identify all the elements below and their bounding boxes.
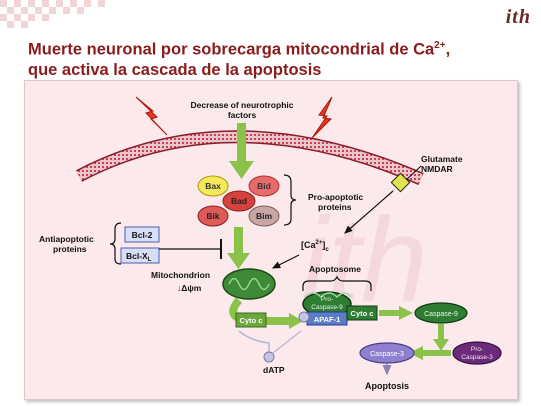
pro-apoptotic-label-line2: proteins [318, 202, 352, 212]
bclxl-label: Bcl-XL [126, 251, 152, 263]
lightning-bolt-right-icon [311, 96, 333, 139]
pro-caspase9-label-line2: Caspase-9 [311, 304, 343, 311]
glutamate-label: Glutamate [421, 154, 463, 164]
bax-oval [197, 175, 229, 197]
cyto-c-left-box [235, 312, 267, 328]
antiapoptotic-label-line1: Antiapoptotic [39, 234, 94, 244]
arrow-to-caspase3 [409, 346, 423, 360]
title-line-2: que activa la cascada de la apoptosis [28, 60, 322, 79]
apaf1-label: APAF-1 [314, 315, 341, 324]
calcium-influx-arrow [344, 190, 394, 234]
datp-bound-icon [298, 311, 310, 323]
caspase9-label: Caspase-9 [424, 311, 458, 318]
pro-caspase3-oval [452, 341, 502, 365]
diagram-panel: ith Decrease of neurotrophic factors Glu… [24, 80, 518, 400]
bid-oval [248, 175, 280, 197]
pro-apoptotic-brace [283, 174, 297, 226]
arrow-to-caspase9 [399, 306, 413, 320]
calcium-to-mito-arrow [271, 254, 300, 269]
bad-label: Bad [231, 196, 247, 206]
slide-title: Muerte neuronal por sobrecarga mitocondr… [28, 36, 528, 80]
cyto-c-right-box [346, 305, 378, 321]
antiapoptotic-label-line2: proteins [53, 244, 87, 254]
cyto-c-right-label: Cyto c [351, 309, 374, 318]
green-arrow-head [229, 161, 254, 179]
antiapoptotic-brace [109, 222, 122, 265]
pro-apoptotic-label-line1: Pro-apoptotic [308, 192, 364, 202]
bax-label: Bax [205, 181, 221, 191]
bcl2-label: Bcl-2 [132, 230, 153, 240]
pro-caspase3-label-line2: Caspase-3 [461, 354, 493, 361]
title-line-1: Muerte neuronal por sobrecarga mitocondr… [28, 40, 451, 59]
bcl2-box [124, 226, 160, 243]
cyto-c-left-label: Cyto c [240, 316, 263, 325]
caspase3-oval [359, 342, 415, 364]
brand-logo: ith [505, 6, 531, 28]
nmda-receptor-icon [390, 172, 411, 193]
bad-oval [222, 190, 256, 212]
bid-label: Bid [257, 181, 271, 191]
delta-psi-label: ↓Δψm [177, 283, 202, 293]
calcium-label: [Ca2+]c [301, 240, 329, 253]
apoptosome-brace [302, 275, 372, 291]
green-arrow-to-mito [227, 253, 250, 269]
arrow-to-pro-caspase3 [433, 339, 449, 351]
decrease-label-line1: Decrease of neurotrophic [191, 100, 294, 110]
datp-icon [263, 351, 275, 363]
datp-label: dATP [263, 365, 285, 375]
apoptosis-diagram: ith Decrease of neurotrophic factors Glu… [39, 96, 502, 391]
caspase3-label: Caspase-3 [370, 351, 404, 358]
green-arrow-shaft [237, 123, 246, 163]
decrease-label-line2: factors [228, 110, 257, 120]
lightning-bolt-left-icon [135, 96, 168, 136]
mitochondrion-label: Mitochondrion [151, 270, 210, 280]
bim-label: Bim [256, 211, 273, 221]
bik-label: Bik [206, 211, 220, 221]
pro-caspase3-label-line1: Pro- [471, 346, 483, 353]
checkered-decoration [0, 0, 140, 28]
bik-oval [197, 205, 229, 227]
apoptosome-label: Apoptosome [309, 264, 361, 274]
nmdar-label: NMDAR [421, 164, 453, 174]
apoptosis-label: Apoptosis [365, 381, 409, 391]
bclxl-box [120, 247, 160, 264]
caspase9-oval [414, 302, 468, 324]
pro-caspase9-label-line1: Pro- [321, 296, 333, 303]
bim-oval [248, 205, 280, 227]
